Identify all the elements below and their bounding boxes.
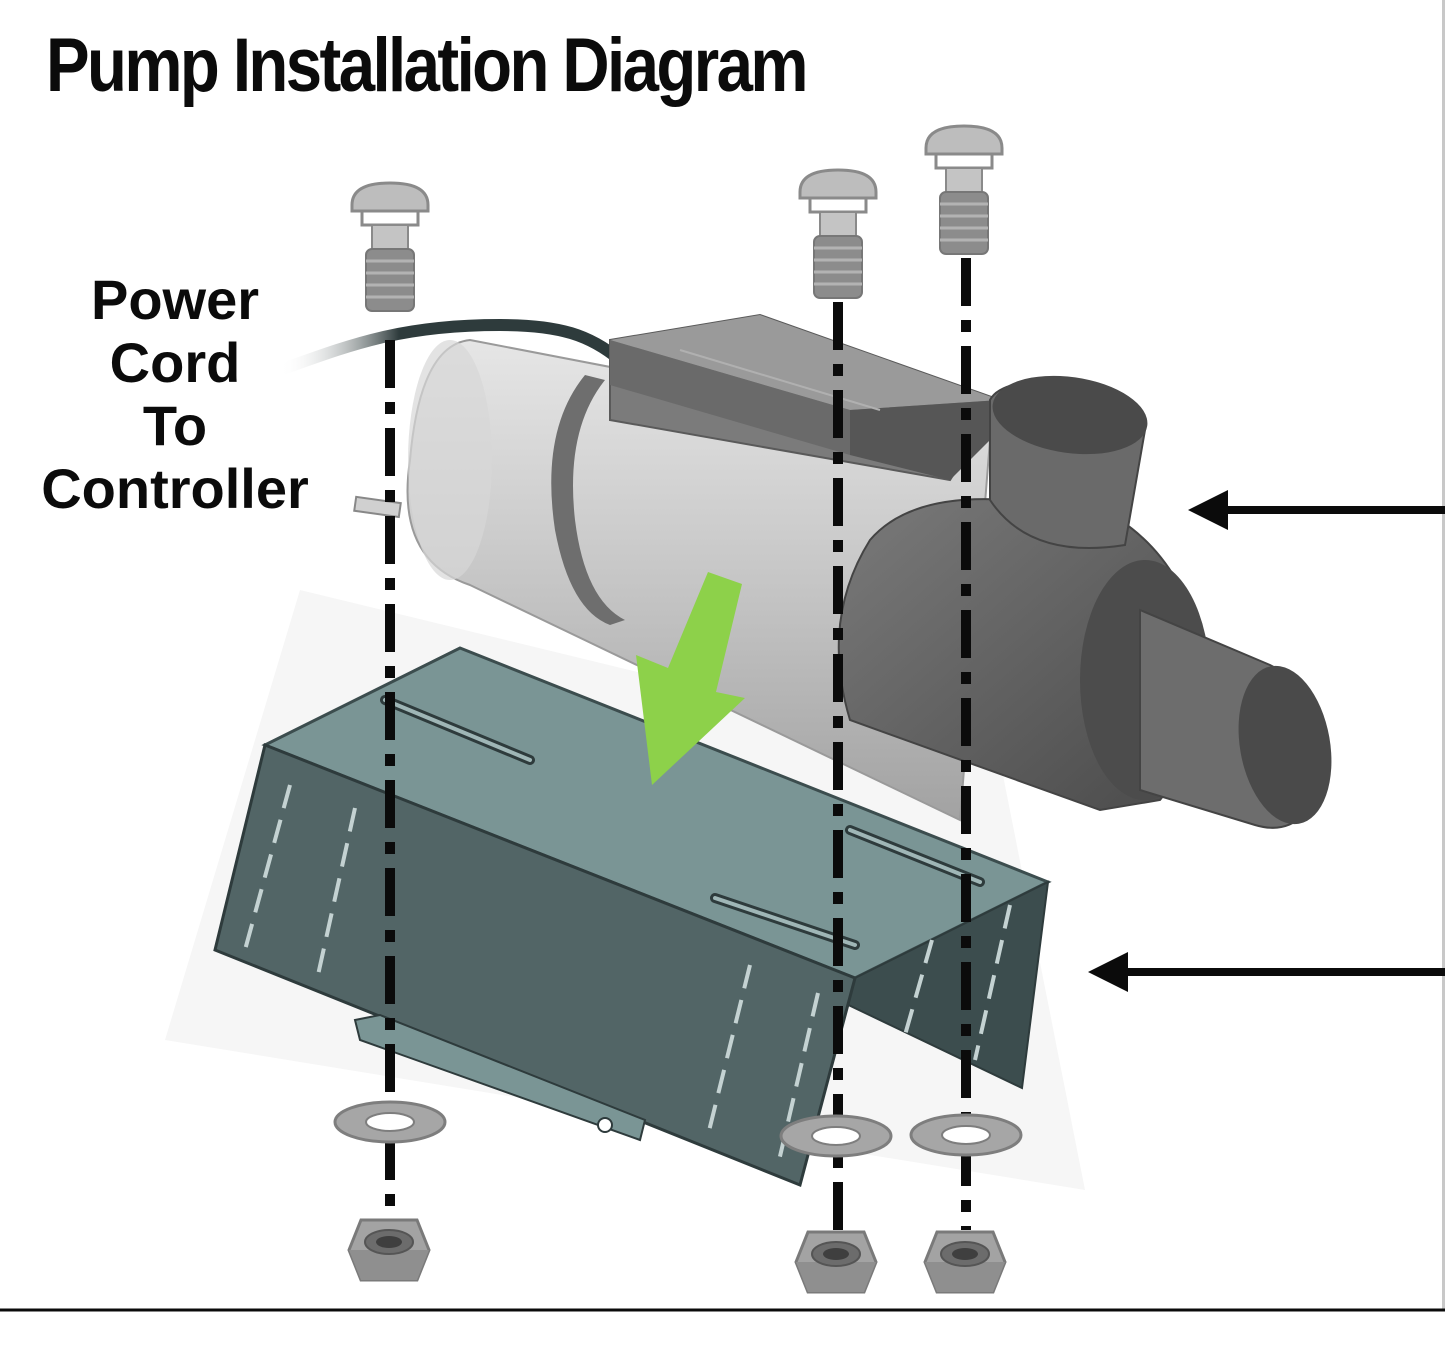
power-cord-label-line: Controller <box>41 457 309 520</box>
nut-icon <box>923 1230 1007 1294</box>
left-arrow-icon <box>1088 952 1445 992</box>
power-cord-label-line: Cord <box>109 331 241 394</box>
washer-icon <box>333 1100 447 1144</box>
nut-icon <box>347 1218 431 1282</box>
bolt-icon <box>924 124 1004 256</box>
bolt-icon <box>798 168 878 300</box>
nut-icon <box>794 1230 878 1294</box>
page-title: Pump Installation Diagram <box>46 23 808 108</box>
mounting-bracket <box>213 646 1052 1188</box>
pump-head <box>837 375 1332 829</box>
left-arrow-icon <box>1188 490 1445 530</box>
power-cord <box>274 318 626 376</box>
alignment-lines <box>385 258 971 1230</box>
power-cord-label: Power Cord To Controller <box>14 268 336 520</box>
down-arrow-icon <box>636 572 745 785</box>
washer-icon <box>779 1114 893 1158</box>
power-cord-label-line: To <box>142 394 208 457</box>
washer-icon <box>909 1113 1023 1157</box>
bolt-icon <box>350 181 430 313</box>
power-cord-label-line: Power <box>90 268 260 331</box>
page-right-border <box>1442 0 1445 1310</box>
